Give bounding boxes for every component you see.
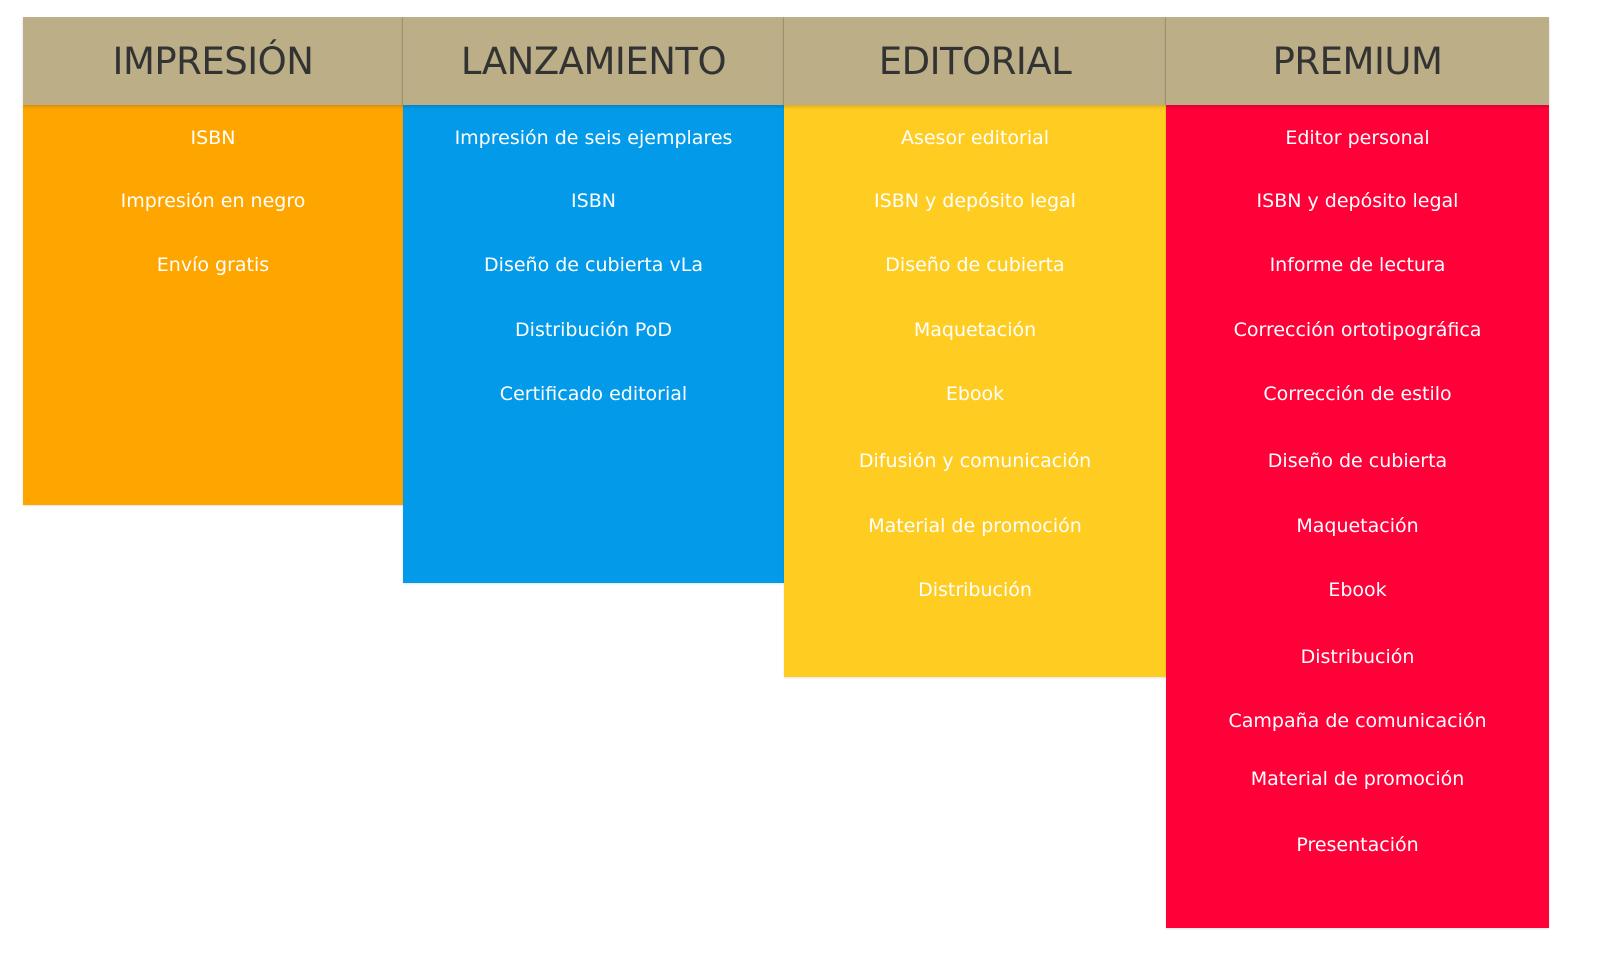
feature-item: Diseño de cubierta bbox=[885, 254, 1065, 276]
header-divider bbox=[1165, 17, 1166, 105]
feature-item: ISBN bbox=[190, 127, 236, 149]
plan-features-lanzamiento: Impresión de seis ejemplares ISBN Diseño… bbox=[403, 105, 784, 583]
plan-column-premium: PREMIUM Editor personal ISBN y depósito … bbox=[1166, 17, 1549, 928]
plan-header-premium: PREMIUM bbox=[1166, 17, 1549, 105]
feature-item: Editor personal bbox=[1285, 127, 1430, 149]
plan-header-editorial: EDITORIAL bbox=[784, 17, 1166, 105]
feature-item: ISBN y depósito legal bbox=[874, 190, 1076, 212]
plan-title: EDITORIAL bbox=[878, 39, 1072, 83]
plan-column-editorial: EDITORIAL Asesor editorial ISBN y depósi… bbox=[784, 17, 1166, 677]
plan-features-impresion: ISBN Impresión en negro Envío gratis bbox=[23, 105, 403, 505]
plan-column-impresion: IMPRESIÓN ISBN Impresión en negro Envío … bbox=[23, 17, 403, 505]
pricing-table: IMPRESIÓN ISBN Impresión en negro Envío … bbox=[23, 17, 1585, 957]
feature-item: Asesor editorial bbox=[900, 127, 1050, 149]
plan-title: PREMIUM bbox=[1272, 39, 1443, 83]
header-divider bbox=[783, 17, 784, 105]
feature-item: Envío gratis bbox=[156, 254, 270, 276]
feature-item: Impresión de seis ejemplares bbox=[454, 127, 733, 149]
feature-item: Corrección ortotipográfica bbox=[1233, 319, 1482, 341]
feature-item: Material de promoción bbox=[1250, 768, 1465, 790]
feature-item: Distribución bbox=[918, 579, 1032, 601]
feature-item: Ebook bbox=[945, 383, 1005, 405]
plan-column-lanzamiento: LANZAMIENTO Impresión de seis ejemplares… bbox=[403, 17, 784, 583]
plan-title: IMPRESIÓN bbox=[112, 39, 314, 83]
feature-item: Campaña de comunicación bbox=[1228, 710, 1487, 732]
header-divider bbox=[402, 17, 403, 105]
plan-header-impresion: IMPRESIÓN bbox=[23, 17, 403, 105]
feature-item: Certificado editorial bbox=[499, 383, 688, 405]
plan-header-lanzamiento: LANZAMIENTO bbox=[403, 17, 784, 105]
plan-title: LANZAMIENTO bbox=[460, 39, 727, 83]
feature-item: Ebook bbox=[1328, 579, 1387, 601]
feature-item: Distribución bbox=[1300, 646, 1415, 668]
feature-item: Diseño de cubierta bbox=[1267, 450, 1448, 472]
feature-item: Maquetación bbox=[1296, 515, 1419, 537]
plan-features-editorial: Asesor editorial ISBN y depósito legal D… bbox=[784, 105, 1166, 677]
feature-item: Informe de lectura bbox=[1269, 254, 1446, 276]
feature-item: Corrección de estilo bbox=[1263, 383, 1452, 405]
feature-item: Maquetación bbox=[913, 319, 1037, 341]
plan-features-premium: Editor personal ISBN y depósito legal In… bbox=[1166, 105, 1549, 928]
feature-item: Presentación bbox=[1296, 834, 1419, 856]
feature-item: Material de promoción bbox=[868, 515, 1082, 537]
feature-item: Impresión en negro bbox=[120, 190, 306, 212]
feature-item: ISBN bbox=[571, 190, 616, 212]
feature-item: ISBN y depósito legal bbox=[1256, 190, 1459, 212]
feature-item: Diseño de cubierta vLa bbox=[484, 254, 703, 276]
feature-item: Distribución PoD bbox=[515, 319, 672, 341]
feature-item: Difusión y comunicación bbox=[858, 450, 1092, 472]
